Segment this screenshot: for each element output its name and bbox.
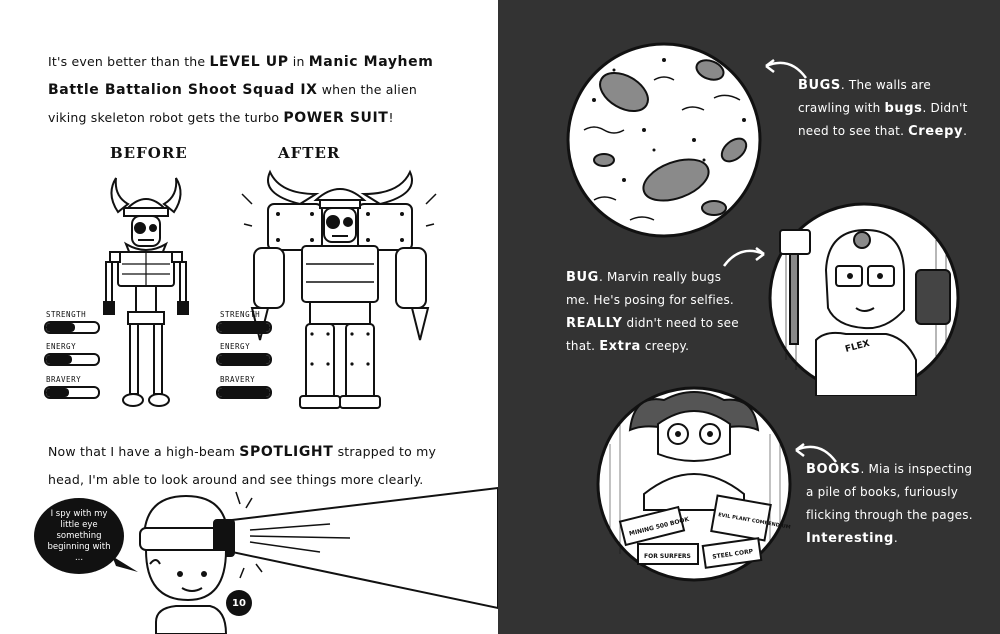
after-heading: AFTER [278, 144, 341, 162]
after-bravery-bar [216, 386, 272, 399]
before-bravery-bar [44, 386, 100, 399]
page-number: 10 [226, 590, 252, 616]
arrow-to-marvin [722, 247, 765, 267]
after-bravery-label: BRAVERY [220, 375, 256, 384]
after-power-suit-robot-illustration [241, 169, 437, 409]
speech-bubble: I spy with my little eye something begin… [34, 498, 124, 574]
spotlight-beam [231, 486, 498, 610]
mia-books-circle-illustration: MINING 500 BOOK EVIL PLANT COMPENDIUM FO… [596, 386, 792, 582]
book-surfers-label: FOR SURFERS [644, 553, 691, 560]
bug-caption: BUG. Marvin really bugs me. He's posing … [566, 270, 739, 354]
left-page: It's even better than the LEVEL UP in Ma… [0, 0, 498, 634]
after-strength-bar [216, 321, 272, 334]
after-energy-label: ENERGY [220, 342, 251, 351]
after-energy-bar [216, 353, 272, 366]
before-bravery-label: BRAVERY [46, 375, 82, 384]
before-skeleton-robot-illustration [103, 177, 189, 407]
before-strength-label: STRENGTH [46, 310, 87, 319]
boy-with-headlamp-illustration [139, 494, 235, 634]
after-strength-label: STRENGTH [220, 310, 261, 319]
books-caption: BOOKS. Mia is inspecting a pile of books… [806, 462, 973, 546]
before-heading: BEFORE [110, 144, 188, 162]
arrow-to-mia [795, 443, 838, 463]
marvin-selfie-circle-illustration: FLEX [768, 202, 960, 396]
before-strength-bar [44, 321, 100, 334]
spotlight-paragraph: Now that I have a high-beam SPOTLIGHT st… [48, 444, 437, 487]
speech-bubble-tail [112, 556, 138, 572]
before-energy-label: ENERGY [46, 342, 77, 351]
before-energy-bar [44, 353, 100, 366]
bugs-caption: BUGS. The walls are crawling with bugs. … [798, 78, 968, 139]
intro-paragraph: It's even better than the LEVEL UP in Ma… [48, 54, 434, 126]
arrow-to-bugs [765, 59, 808, 79]
right-page: FLEX MINING 500 BOOK EVIL PLANT COMPENDI [498, 0, 1000, 634]
bugs-circle-illustration [566, 42, 762, 238]
